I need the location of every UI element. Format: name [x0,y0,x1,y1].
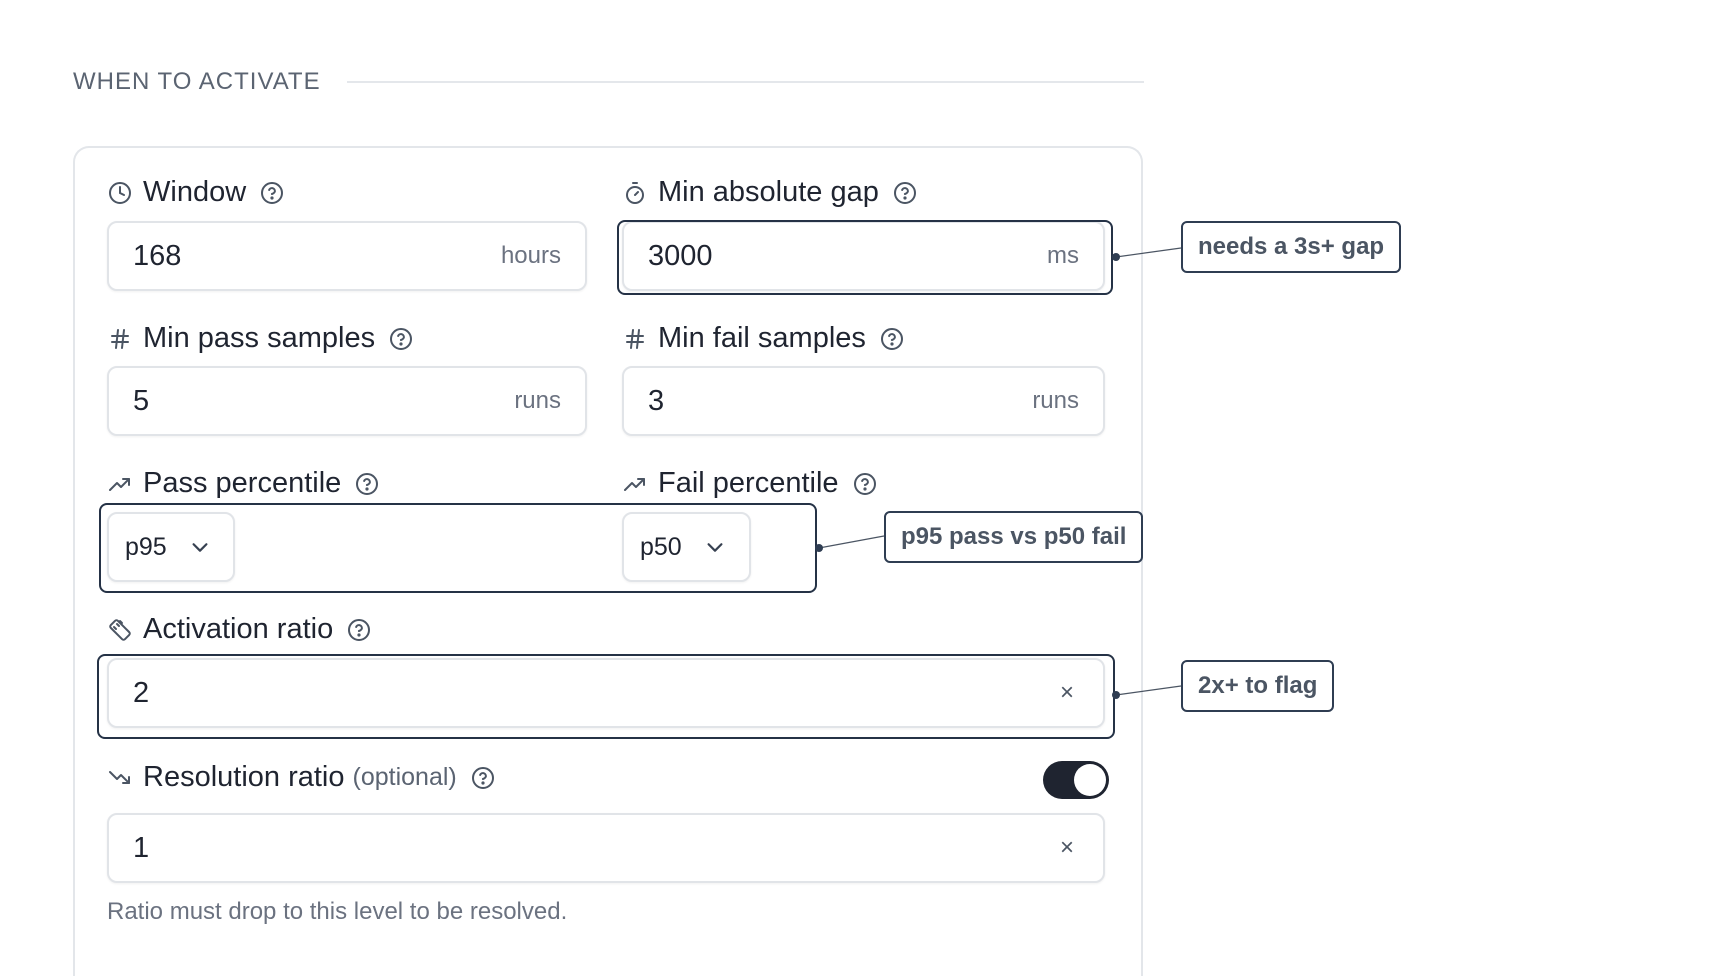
pass-percentile-label: Pass percentile [107,467,379,500]
activation-ratio-label-text: Activation ratio [143,613,334,645]
window-input[interactable]: 168 hours [107,221,587,291]
fail-percentile-select[interactable]: p50 [622,512,751,582]
activation-ratio-value[interactable]: 2 [133,676,150,709]
min-pass-value[interactable]: 5 [133,384,150,417]
activation-card [73,146,1143,976]
pass-percentile-select[interactable]: p95 [107,512,235,582]
pass-percentile-value: p95 [125,532,167,561]
min-gap-unit: ms [1047,242,1079,269]
min-pass-unit: runs [514,387,561,414]
chevron-down-icon [704,536,726,558]
min-gap-input[interactable]: 3000 ms [622,221,1105,291]
min-gap-label: Min absolute gap [622,176,917,209]
resolution-helper-text: Ratio must drop to this level to be reso… [107,898,568,925]
help-circle-icon[interactable] [880,327,904,351]
help-circle-icon[interactable] [347,618,371,642]
min-fail-label-text: Min fail samples [658,322,866,354]
clear-icon[interactable]: × [1059,679,1074,706]
min-fail-label: Min fail samples [622,322,904,355]
clock-icon [107,180,133,206]
window-value[interactable]: 168 [133,239,182,272]
help-circle-icon[interactable] [260,181,284,205]
help-circle-icon[interactable] [471,766,495,790]
help-circle-icon[interactable] [893,181,917,205]
resolution-toggle[interactable] [1043,761,1109,799]
resolution-ratio-input[interactable]: 1 × [107,813,1105,883]
trend-up-icon [107,471,133,497]
clear-icon[interactable]: × [1059,834,1074,861]
fail-percentile-label: Fail percentile [622,467,877,500]
hash-icon [107,326,133,352]
min-pass-label: Min pass samples [107,322,413,355]
callout-gap: needs a 3s+ gap [1181,221,1402,273]
resolution-ratio-label-text: Resolution ratio [143,761,345,793]
trend-down-icon [107,765,133,791]
optional-tag: (optional) [352,763,457,791]
chevron-down-icon [189,536,211,558]
min-fail-input[interactable]: 3 runs [622,366,1105,436]
min-fail-unit: runs [1032,387,1079,414]
window-unit: hours [500,242,561,269]
window-label: Window [107,176,284,209]
callout-ratio: 2x+ to flag [1181,660,1335,712]
window-label-text: Window [143,176,247,208]
section-divider [347,81,1144,83]
activation-ratio-input[interactable]: 2 × [107,658,1105,728]
min-gap-label-text: Min absolute gap [658,176,879,208]
min-fail-value[interactable]: 3 [648,384,665,417]
help-circle-icon[interactable] [853,472,877,496]
hash-icon [622,326,648,352]
fail-percentile-label-text: Fail percentile [658,467,839,499]
toggle-knob [1074,764,1106,796]
min-pass-input[interactable]: 5 runs [107,366,587,436]
stopwatch-icon [622,180,648,206]
trend-up-icon [622,471,648,497]
resolution-ratio-value[interactable]: 1 [133,831,150,864]
help-circle-icon[interactable] [355,472,379,496]
resolution-ratio-label: Resolution ratio (optional) [107,761,495,794]
activation-ratio-label: Activation ratio [107,613,371,646]
min-pass-label-text: Min pass samples [143,322,376,354]
fail-percentile-value: p50 [640,532,682,561]
min-gap-value[interactable]: 3000 [648,239,713,272]
pass-percentile-label-text: Pass percentile [143,467,342,499]
callout-percentile: p95 pass vs p50 fail [884,511,1144,563]
help-circle-icon[interactable] [389,327,413,351]
section-title: WHEN TO ACTIVATE [73,68,321,95]
ruler-icon [107,617,133,643]
